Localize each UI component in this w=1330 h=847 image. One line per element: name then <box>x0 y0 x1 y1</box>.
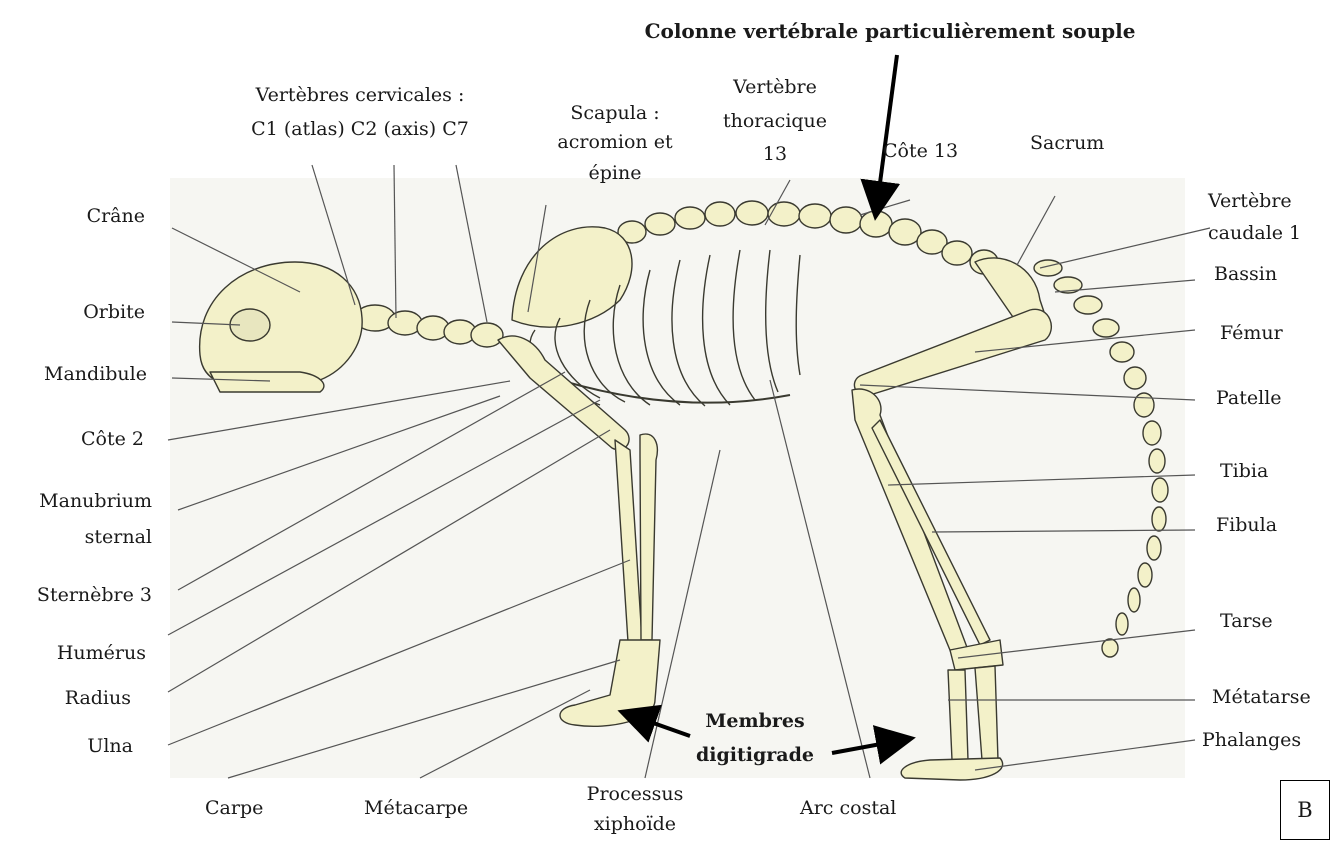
figure-badge: B <box>1280 780 1330 840</box>
label-processus-1: Processus <box>560 781 710 807</box>
label-cervical: Vertèbres cervicales : <box>220 82 500 108</box>
label-caudal-2: caudale 1 <box>1208 220 1301 246</box>
label-arc-costal: Arc costal <box>800 795 896 821</box>
label-manubrium-2: sternal <box>0 524 152 550</box>
label-femur: Fémur <box>1220 320 1283 346</box>
label-tibia: Tibia <box>1220 458 1268 484</box>
label-rib13: Côte 13 <box>883 138 958 164</box>
mandible <box>210 372 324 392</box>
label-scapula: Scapula : <box>540 100 690 126</box>
label-metatarse: Métatarse <box>1212 684 1311 710</box>
label-radius: Radius <box>0 685 131 711</box>
label-orbite: Orbite <box>0 299 145 325</box>
label-fibula: Fibula <box>1216 512 1277 538</box>
label-patelle: Patelle <box>1216 385 1282 411</box>
label-cervical-detail: C1 (atlas) C2 (axis) C7 <box>220 116 500 142</box>
label-cote2: Côte 2 <box>0 426 144 452</box>
label-metacarpe: Métacarpe <box>364 795 468 821</box>
label-manubrium-1: Manubrium <box>0 488 152 514</box>
label-scapula-detail-2: épine <box>540 160 690 186</box>
label-sternebre: Sternèbre 3 <box>0 582 152 608</box>
label-processus-2: xiphoïde <box>560 811 710 837</box>
label-carpe: Carpe <box>205 795 263 821</box>
label-membres-2: digitigrade <box>680 742 830 768</box>
label-tarse: Tarse <box>1220 608 1273 634</box>
label-thoracic-2: thoracique <box>700 108 850 134</box>
label-bassin: Bassin <box>1214 261 1277 287</box>
label-membres-1: Membres <box>680 708 830 734</box>
label-crane: Crâne <box>0 203 145 229</box>
label-humerus: Humérus <box>0 640 146 666</box>
label-scapula-detail-1: acromion et <box>540 129 690 155</box>
label-phalanges: Phalanges <box>1202 727 1301 753</box>
diagram-title: Colonne vertébrale particulièrement soup… <box>580 18 1200 44</box>
label-mandibule: Mandibule <box>0 361 147 387</box>
label-sacrum: Sacrum <box>1030 130 1104 156</box>
label-ulna: Ulna <box>0 733 133 759</box>
label-thoracic-1: Vertèbre <box>700 74 850 100</box>
label-thoracic-3: 13 <box>700 141 850 167</box>
label-caudal-1: Vertèbre <box>1208 188 1292 214</box>
